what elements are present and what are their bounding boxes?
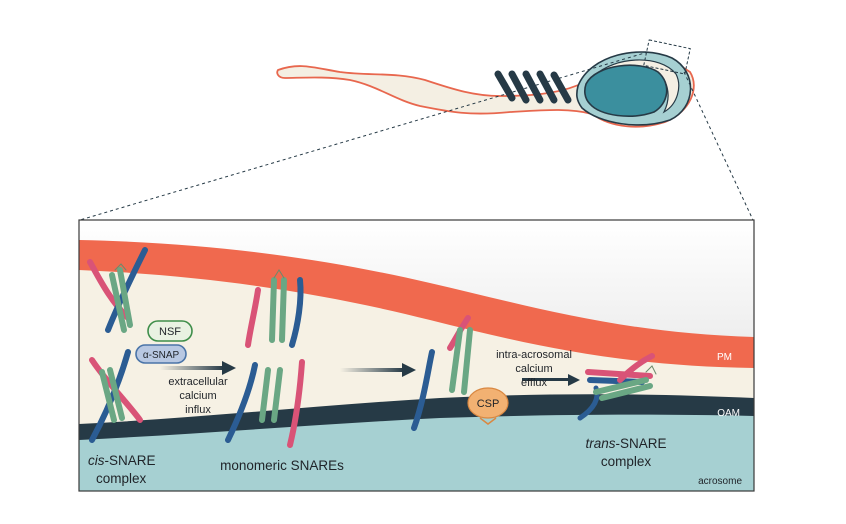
cis-snare-complex-upper [87, 247, 148, 333]
docking-snares [411, 315, 473, 431]
alpha-snap-label: α-SNAP [143, 350, 180, 361]
extracellular-label-3: influx [185, 404, 211, 416]
extracellular-label-2: calcium [179, 390, 216, 402]
monomeric-snares-upper [245, 269, 304, 348]
cis-snare-complex-lower [89, 349, 143, 443]
monomeric-snares-lower [225, 359, 305, 448]
trans-snare-label: trans-SNARE [585, 436, 666, 451]
zoom-panel-frame [78, 219, 755, 492]
arrow-extracellular-influx [160, 361, 236, 375]
sperm-cell [276, 39, 695, 128]
midpiece-mitochondria [494, 70, 572, 104]
intra-label-3: efflux [521, 377, 548, 389]
intra-label-2: calcium [515, 363, 552, 375]
trans-snare-label-line2: complex [601, 454, 652, 469]
pm-label: PM [717, 352, 732, 363]
intra-label-1: intra-acrosomal [496, 349, 572, 361]
oam-label: OAM [717, 408, 740, 419]
zoom-panel [79, 220, 754, 491]
cis-snare-label-line2: complex [96, 471, 147, 486]
monomeric-snares-label: monomeric SNAREs [220, 458, 344, 473]
cis-snare-label: cis-SNARE [88, 453, 156, 468]
sperm-nucleus [584, 64, 668, 117]
zoom-guide-lines [79, 51, 754, 221]
plasma-membrane [79, 240, 754, 368]
nsf-label: NSF [159, 326, 181, 338]
extracellular-label-1: extracellular [168, 376, 228, 388]
nsf-protein: NSF [147, 320, 193, 342]
csp-label: CSP [477, 398, 500, 410]
arrow-step-2 [340, 363, 416, 377]
alpha-snap-protein: α-SNAP [135, 344, 187, 364]
arrow-intra-acrosomal-efflux [522, 374, 580, 386]
trans-snare-complex [577, 353, 657, 421]
acrosome-label: acrosome [698, 476, 742, 487]
csp-protein: CSP [467, 387, 509, 425]
